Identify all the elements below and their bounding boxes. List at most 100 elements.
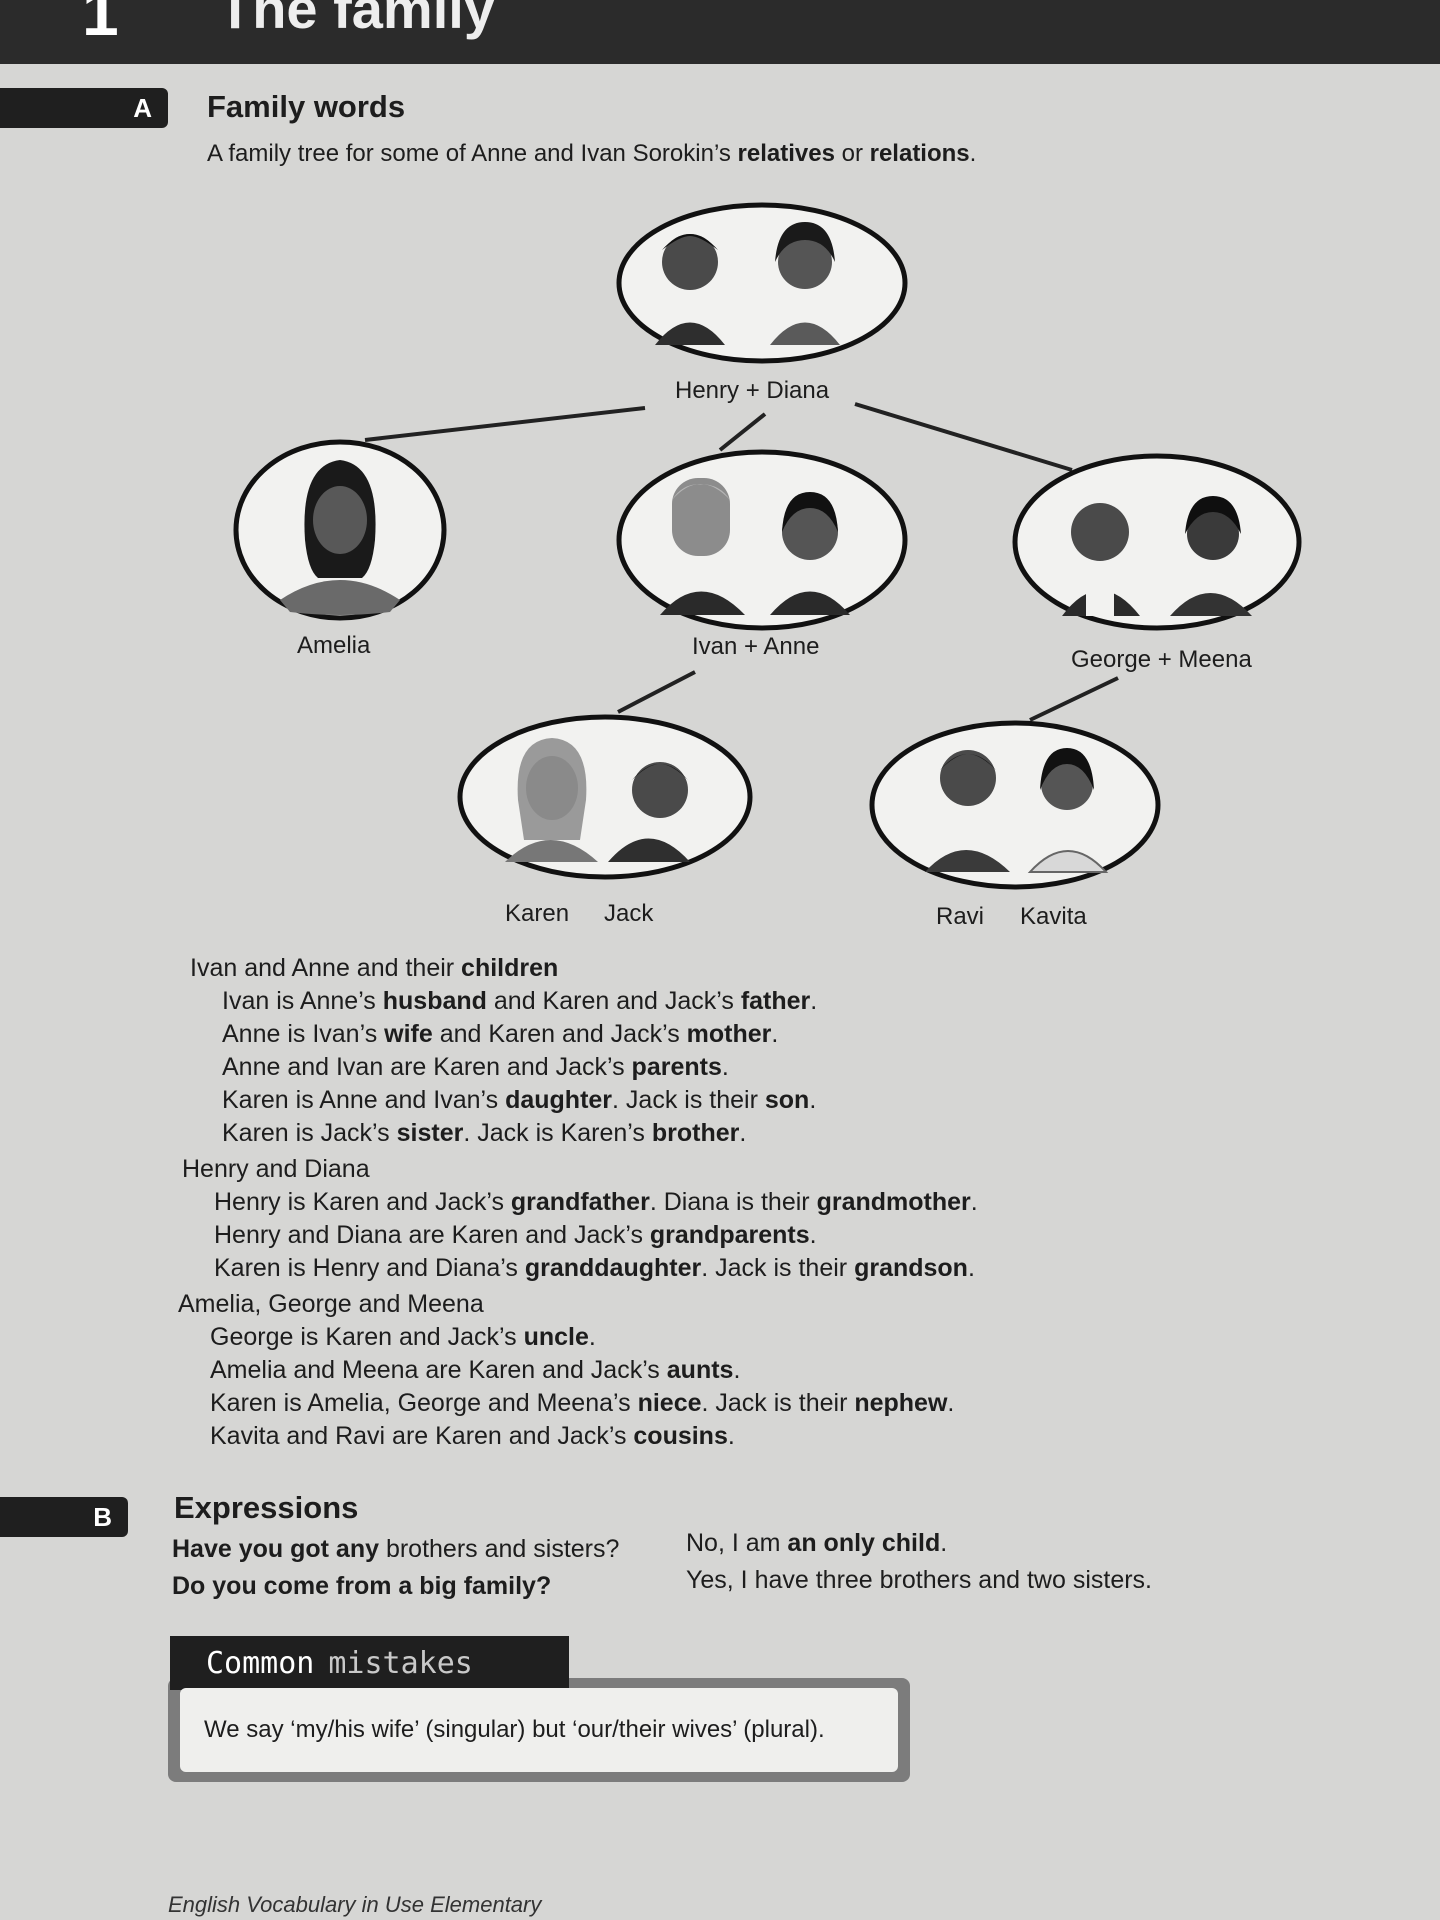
text-segment: Henry and Diana are Karen and Jack’s	[214, 1221, 650, 1249]
group-ivan-anne: Ivan and Anne and their children Ivan is…	[190, 952, 817, 1150]
answer-line: No, I am an only child.	[686, 1525, 1152, 1562]
text-segment: Henry and Diana	[182, 1155, 370, 1183]
text-segment: Anne is Ivan’s	[222, 1020, 385, 1048]
key-word: relations	[869, 140, 970, 167]
key-word: brother	[651, 1119, 740, 1147]
portrait-henry-diana	[616, 202, 908, 364]
key-word: son	[764, 1086, 810, 1114]
text-segment: . Jack is their	[701, 1389, 855, 1417]
key-word: husband	[382, 987, 487, 1015]
group-line: Amelia and Meena are Karen and Jack’s au…	[178, 1354, 954, 1387]
group-heading: Henry and Diana	[182, 1153, 978, 1186]
key-word: father	[740, 987, 811, 1015]
tree-connectors	[364, 402, 1119, 722]
text-segment: and Karen and Jack’s	[432, 1020, 687, 1048]
text-segment: .	[967, 1254, 975, 1282]
group-line: Karen is Jack’s sister. Jack is Karen’s …	[190, 1117, 817, 1150]
key-word: children	[461, 954, 559, 982]
portrait-ivan-anne	[616, 449, 908, 631]
group-line: Ivan is Anne’s husband and Karen and Jac…	[190, 985, 817, 1018]
group-amelia-george-meena: Amelia, George and Meena George is Karen…	[178, 1288, 954, 1453]
label-karen: Karen	[505, 900, 570, 927]
text-segment: George is Karen and Jack’s	[210, 1323, 524, 1351]
question-line: Do you come from a big family?	[172, 1568, 619, 1605]
text-segment: No, I am	[686, 1529, 788, 1557]
unit-title: The family	[218, 0, 495, 40]
text-segment: Ivan is Anne’s	[222, 987, 383, 1015]
key-word: Have you got any	[172, 1535, 379, 1563]
portrait-ravi-kavita	[869, 720, 1161, 890]
key-word: grandfather	[510, 1188, 650, 1216]
portrait-amelia	[233, 439, 447, 621]
key-word: daughter	[505, 1086, 613, 1114]
key-word: aunts	[666, 1356, 734, 1384]
group-heading: Amelia, George and Meena	[178, 1288, 954, 1321]
text-segment: Karen is Jack’s	[222, 1119, 397, 1147]
text-segment: A family tree for some of Anne and Ivan …	[207, 140, 738, 167]
text-segment: .	[969, 140, 977, 167]
text-segment: .	[721, 1053, 729, 1081]
key-word: uncle	[523, 1323, 589, 1351]
text-segment: or	[834, 140, 870, 167]
text-segment: .	[940, 1529, 948, 1557]
family-tree-diagram	[233, 202, 1302, 890]
group-line: Anne and Ivan are Karen and Jack’s paren…	[190, 1051, 817, 1084]
section-a-title: Family words	[207, 89, 406, 124]
text-segment: Amelia and Meena are Karen and Jack’s	[210, 1356, 667, 1384]
key-word: sister	[396, 1119, 464, 1147]
group-line: Henry is Karen and Jack’s grandfather. D…	[182, 1186, 978, 1219]
common-mistakes-title-1: Common	[206, 1645, 315, 1681]
text-segment: .	[771, 1020, 779, 1048]
key-word: mother	[686, 1020, 772, 1048]
text-segment: Kavita and Ravi are Karen and Jack’s	[210, 1422, 634, 1450]
group-henry-diana: Henry and Diana Henry is Karen and Jack’…	[182, 1153, 978, 1285]
label-kavita: Kavita	[1020, 903, 1087, 930]
key-word: grandparents	[649, 1221, 810, 1249]
common-mistakes-title-2: mistakes	[328, 1645, 473, 1681]
key-word: cousins	[633, 1422, 728, 1450]
key-word: Do you come from a big family?	[172, 1572, 552, 1600]
text-segment: .	[810, 987, 818, 1015]
group-line: Karen is Henry and Diana’s granddaughter…	[182, 1252, 978, 1285]
label-jack: Jack	[604, 900, 654, 927]
section-b-label: B	[0, 1497, 128, 1537]
section-b-title: Expressions	[174, 1490, 359, 1525]
text-segment: . Jack is their	[701, 1254, 855, 1282]
text-segment: Anne and Ivan are Karen and Jack’s	[222, 1053, 632, 1081]
group-line: Kavita and Ravi are Karen and Jack’s cou…	[178, 1420, 954, 1453]
expressions-answers: No, I am an only child. Yes, I have thre…	[686, 1525, 1152, 1599]
portrait-karen-jack	[457, 714, 753, 880]
key-word: grandmother	[816, 1188, 971, 1216]
question-line: Have you got any brothers and sisters?	[172, 1531, 619, 1568]
text-segment: .	[970, 1188, 978, 1216]
key-word: grandson	[854, 1254, 968, 1282]
key-word: an only child	[787, 1529, 941, 1557]
text-segment: Ivan and Anne and their	[190, 954, 462, 982]
text-segment: . Jack is their	[612, 1086, 765, 1114]
key-word: parents	[631, 1053, 722, 1081]
text-segment: Amelia, George and Meena	[178, 1290, 484, 1318]
common-mistakes-box: We say ‘my/his wife’ (singular) but ‘our…	[180, 1688, 898, 1772]
section-a-intro: A family tree for some of Anne and Ivan …	[207, 140, 976, 168]
group-line: George is Karen and Jack’s uncle.	[178, 1321, 954, 1354]
text-segment: .	[727, 1422, 735, 1450]
common-mistakes-title: Common mistakes	[170, 1636, 569, 1690]
text-segment: Yes, I have three brothers and two siste…	[686, 1566, 1152, 1594]
common-mistakes-text: We say ‘my/his wife’ (singular) but ‘our…	[204, 1716, 825, 1743]
text-segment: .	[739, 1119, 747, 1147]
text-segment: .	[733, 1356, 741, 1384]
group-line: Henry and Diana are Karen and Jack’s gra…	[182, 1219, 978, 1252]
unit-header-bar: 1 The family	[0, 0, 1440, 64]
text-segment: Karen is Anne and Ivan’s	[222, 1086, 506, 1114]
portrait-george-meena	[1012, 453, 1302, 631]
expressions-questions: Have you got any brothers and sisters? D…	[172, 1531, 619, 1605]
text-segment: and Karen and Jack’s	[486, 987, 741, 1015]
text-segment: Karen is Amelia, George and Meena’s	[210, 1389, 638, 1417]
key-word: niece	[637, 1389, 702, 1417]
key-word: granddaughter	[524, 1254, 702, 1282]
text-segment: .	[947, 1389, 955, 1417]
text-segment: .	[809, 1221, 817, 1249]
text-segment: . Jack is Karen’s	[463, 1119, 652, 1147]
group-heading: Ivan and Anne and their children	[190, 952, 817, 985]
label-ravi: Ravi	[936, 903, 985, 930]
